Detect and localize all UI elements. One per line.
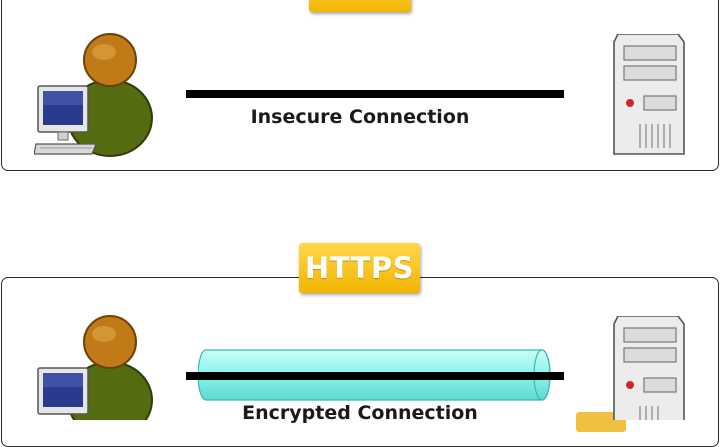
server-tower-icon [610,34,688,160]
secure-connection-line [186,372,564,380]
insecure-connection-line [186,90,564,98]
insecure-connection-label: Insecure Connection [250,106,470,128]
http-badge [309,0,411,12]
https-badge: HTTPS [299,243,420,293]
server-tower-icon [610,316,688,420]
https-badge-label: HTTPS [304,251,415,285]
encrypted-connection-label: Encrypted Connection [242,402,478,424]
user-with-computer-icon [34,314,154,420]
user-with-computer-icon [34,32,154,158]
